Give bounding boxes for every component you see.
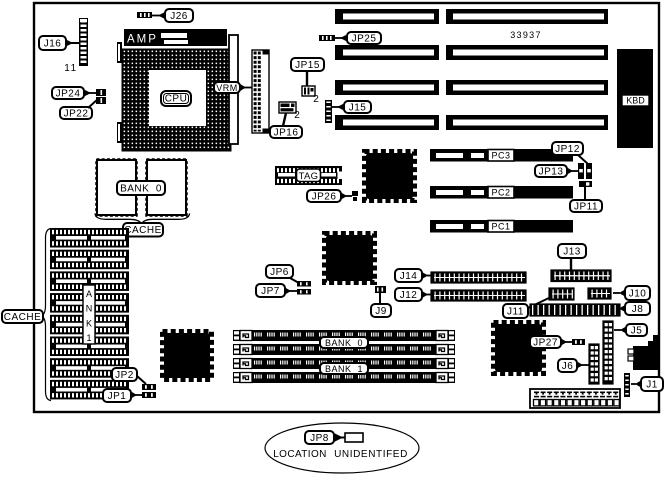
svg-text:J11: J11 (507, 306, 524, 317)
svg-text:J6: J6 (562, 361, 574, 372)
svg-text:BANK 0: BANK 0 (325, 338, 363, 348)
svg-text:JP2: JP2 (115, 370, 134, 381)
svg-text:PC3: PC3 (491, 150, 510, 160)
svg-text:JP11: JP11 (574, 201, 598, 212)
svg-text:JP7: JP7 (261, 286, 280, 297)
svg-text:J13: J13 (563, 246, 581, 257)
svg-text:TAG: TAG (299, 171, 319, 182)
svg-text:CACHE: CACHE (124, 225, 162, 236)
svg-text:A: A (86, 289, 92, 299)
svg-text:33937: 33937 (510, 30, 542, 40)
svg-text:J26: J26 (170, 11, 188, 22)
svg-text:JP22: JP22 (64, 108, 89, 119)
svg-text:JP1: JP1 (108, 391, 127, 402)
svg-text:2: 2 (313, 94, 319, 105)
svg-text:KBD: KBD (626, 96, 645, 106)
svg-text:JP26: JP26 (312, 191, 337, 202)
svg-text:CACHE: CACHE (4, 312, 42, 323)
svg-text:K: K (86, 318, 92, 328)
svg-text:JP6: JP6 (270, 267, 289, 278)
svg-text:JP24: JP24 (56, 88, 81, 99)
svg-text:1: 1 (86, 333, 91, 343)
svg-text:J15: J15 (349, 102, 367, 113)
svg-text:J16: J16 (44, 38, 62, 49)
svg-text:PC1: PC1 (491, 221, 510, 231)
svg-text:JP8: JP8 (310, 433, 329, 444)
svg-text:BANK 1: BANK 1 (325, 364, 363, 374)
svg-text:J10: J10 (629, 288, 647, 299)
svg-text:LOCATION: LOCATION (273, 449, 327, 460)
svg-text:N: N (86, 304, 93, 314)
svg-text:JP16: JP16 (274, 127, 299, 138)
svg-text:J8: J8 (632, 304, 644, 315)
svg-text:BANK 0: BANK 0 (120, 183, 162, 194)
svg-text:JP27: JP27 (533, 337, 558, 348)
svg-text:CPU: CPU (165, 94, 188, 105)
svg-text:JP13: JP13 (539, 166, 564, 177)
svg-text:VRM: VRM (216, 83, 238, 93)
svg-text:JP15: JP15 (295, 60, 320, 71)
svg-text:J14: J14 (400, 271, 418, 282)
svg-text:2: 2 (294, 110, 300, 121)
svg-text:JP25: JP25 (352, 33, 377, 44)
svg-text:AMP: AMP (127, 34, 158, 46)
svg-text:UNIDENTIFED: UNIDENTIFED (334, 449, 408, 460)
svg-text:JP12: JP12 (555, 144, 580, 155)
svg-text:J12: J12 (400, 290, 418, 301)
svg-text:J9: J9 (375, 306, 387, 317)
svg-text:J5: J5 (631, 325, 643, 336)
svg-text:J1: J1 (646, 379, 658, 390)
svg-text:11: 11 (64, 63, 77, 74)
svg-text:PC2: PC2 (491, 187, 510, 197)
